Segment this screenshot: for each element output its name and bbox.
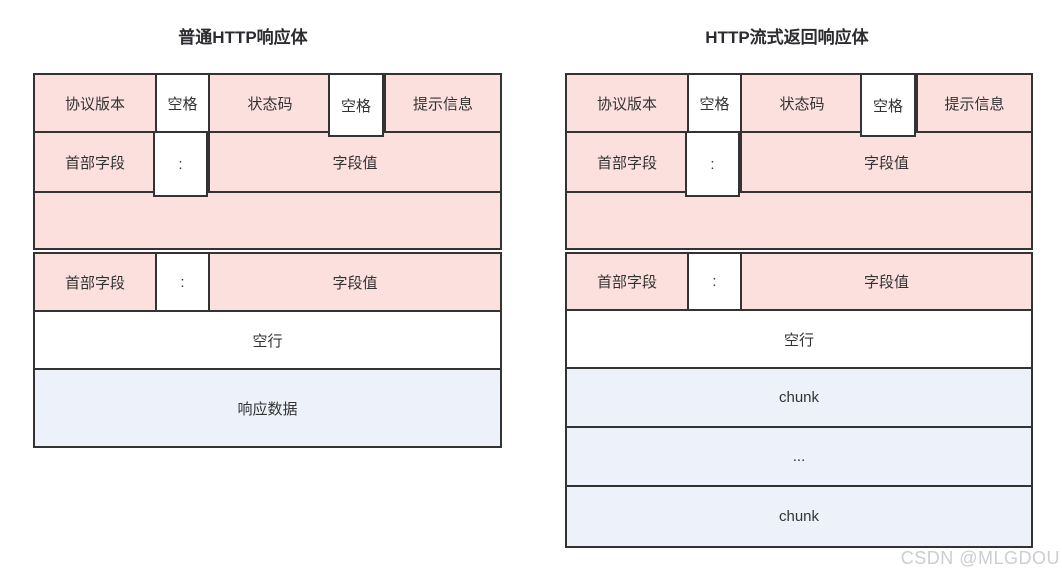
streaming-response-title: HTTP流式返回响应体 bbox=[705, 28, 869, 47]
chunk-ellipsis-row: ... bbox=[565, 426, 1033, 487]
space-cell-2: 空格 bbox=[860, 75, 916, 137]
chunk-label: chunk bbox=[778, 389, 820, 406]
colon-cell: : bbox=[155, 254, 208, 310]
reason-phrase-cell: 提示信息 bbox=[916, 75, 1031, 131]
field-value-cell: 字段值 bbox=[740, 133, 1031, 191]
normal-response-table: 协议版本 空格 状态码 空格 提示信息 首部字段 : 字段值 首部字段 : 字段… bbox=[33, 73, 502, 448]
status-line-row: 协议版本 空格 状态码 空格 提示信息 bbox=[565, 73, 1033, 137]
space-cell-2: 空格 bbox=[328, 75, 384, 137]
blank-line-label: 空行 bbox=[252, 332, 283, 350]
streaming-response-table: 协议版本 空格 状态码 空格 提示信息 首部字段 : 字段值 首部字段 : 字段… bbox=[565, 73, 1033, 548]
headers-ellipsis-content bbox=[35, 193, 500, 248]
csdn-watermark: CSDN @MLGDOU bbox=[900, 548, 1060, 568]
colon-cell: : bbox=[153, 133, 208, 197]
header-field-cell: 首部字段 bbox=[35, 133, 155, 191]
reason-phrase-cell: 提示信息 bbox=[384, 75, 500, 131]
header-field-row-2: 首部字段 : 字段值 bbox=[565, 252, 1033, 311]
space-cell: 空格 bbox=[687, 75, 740, 131]
space-cell: 空格 bbox=[155, 75, 208, 131]
protocol-version-cell: 协议版本 bbox=[567, 75, 687, 131]
colon-cell: : bbox=[685, 133, 740, 197]
field-value-cell: 字段值 bbox=[740, 254, 1031, 309]
header-field-row: 首部字段 : 字段值 bbox=[33, 131, 502, 197]
field-value-cell: 字段值 bbox=[208, 133, 500, 191]
status-code-cell: 状态码 bbox=[740, 75, 862, 131]
headers-ellipsis-content bbox=[567, 193, 1031, 248]
chunk-row: chunk bbox=[565, 367, 1033, 428]
protocol-version-cell: 协议版本 bbox=[35, 75, 155, 131]
response-data-row: 响应数据 bbox=[33, 368, 502, 448]
colon-cell: : bbox=[687, 254, 740, 309]
header-field-cell: 首部字段 bbox=[35, 254, 155, 310]
blank-line-label: 空行 bbox=[783, 331, 814, 349]
response-data-label: 响应数据 bbox=[237, 400, 298, 418]
header-field-row-2: 首部字段 : 字段值 bbox=[33, 252, 502, 312]
status-code-cell: 状态码 bbox=[208, 75, 330, 131]
blank-line-row: 空行 bbox=[33, 310, 502, 370]
normal-response-title: 普通HTTP响应体 bbox=[178, 28, 308, 47]
chunk-label: chunk bbox=[778, 508, 820, 525]
field-value-cell: 字段值 bbox=[208, 254, 500, 310]
blank-line-row: 空行 bbox=[565, 309, 1033, 369]
status-line-row: 协议版本 空格 状态码 空格 提示信息 bbox=[33, 73, 502, 137]
chunk-row: chunk bbox=[565, 485, 1033, 548]
header-field-row: 首部字段 : 字段值 bbox=[565, 131, 1033, 197]
chunk-ellipsis-label: ... bbox=[792, 448, 806, 465]
header-field-cell: 首部字段 bbox=[567, 133, 687, 191]
headers-ellipsis-row bbox=[33, 191, 502, 250]
headers-ellipsis-row bbox=[565, 191, 1033, 250]
header-field-cell: 首部字段 bbox=[567, 254, 687, 309]
